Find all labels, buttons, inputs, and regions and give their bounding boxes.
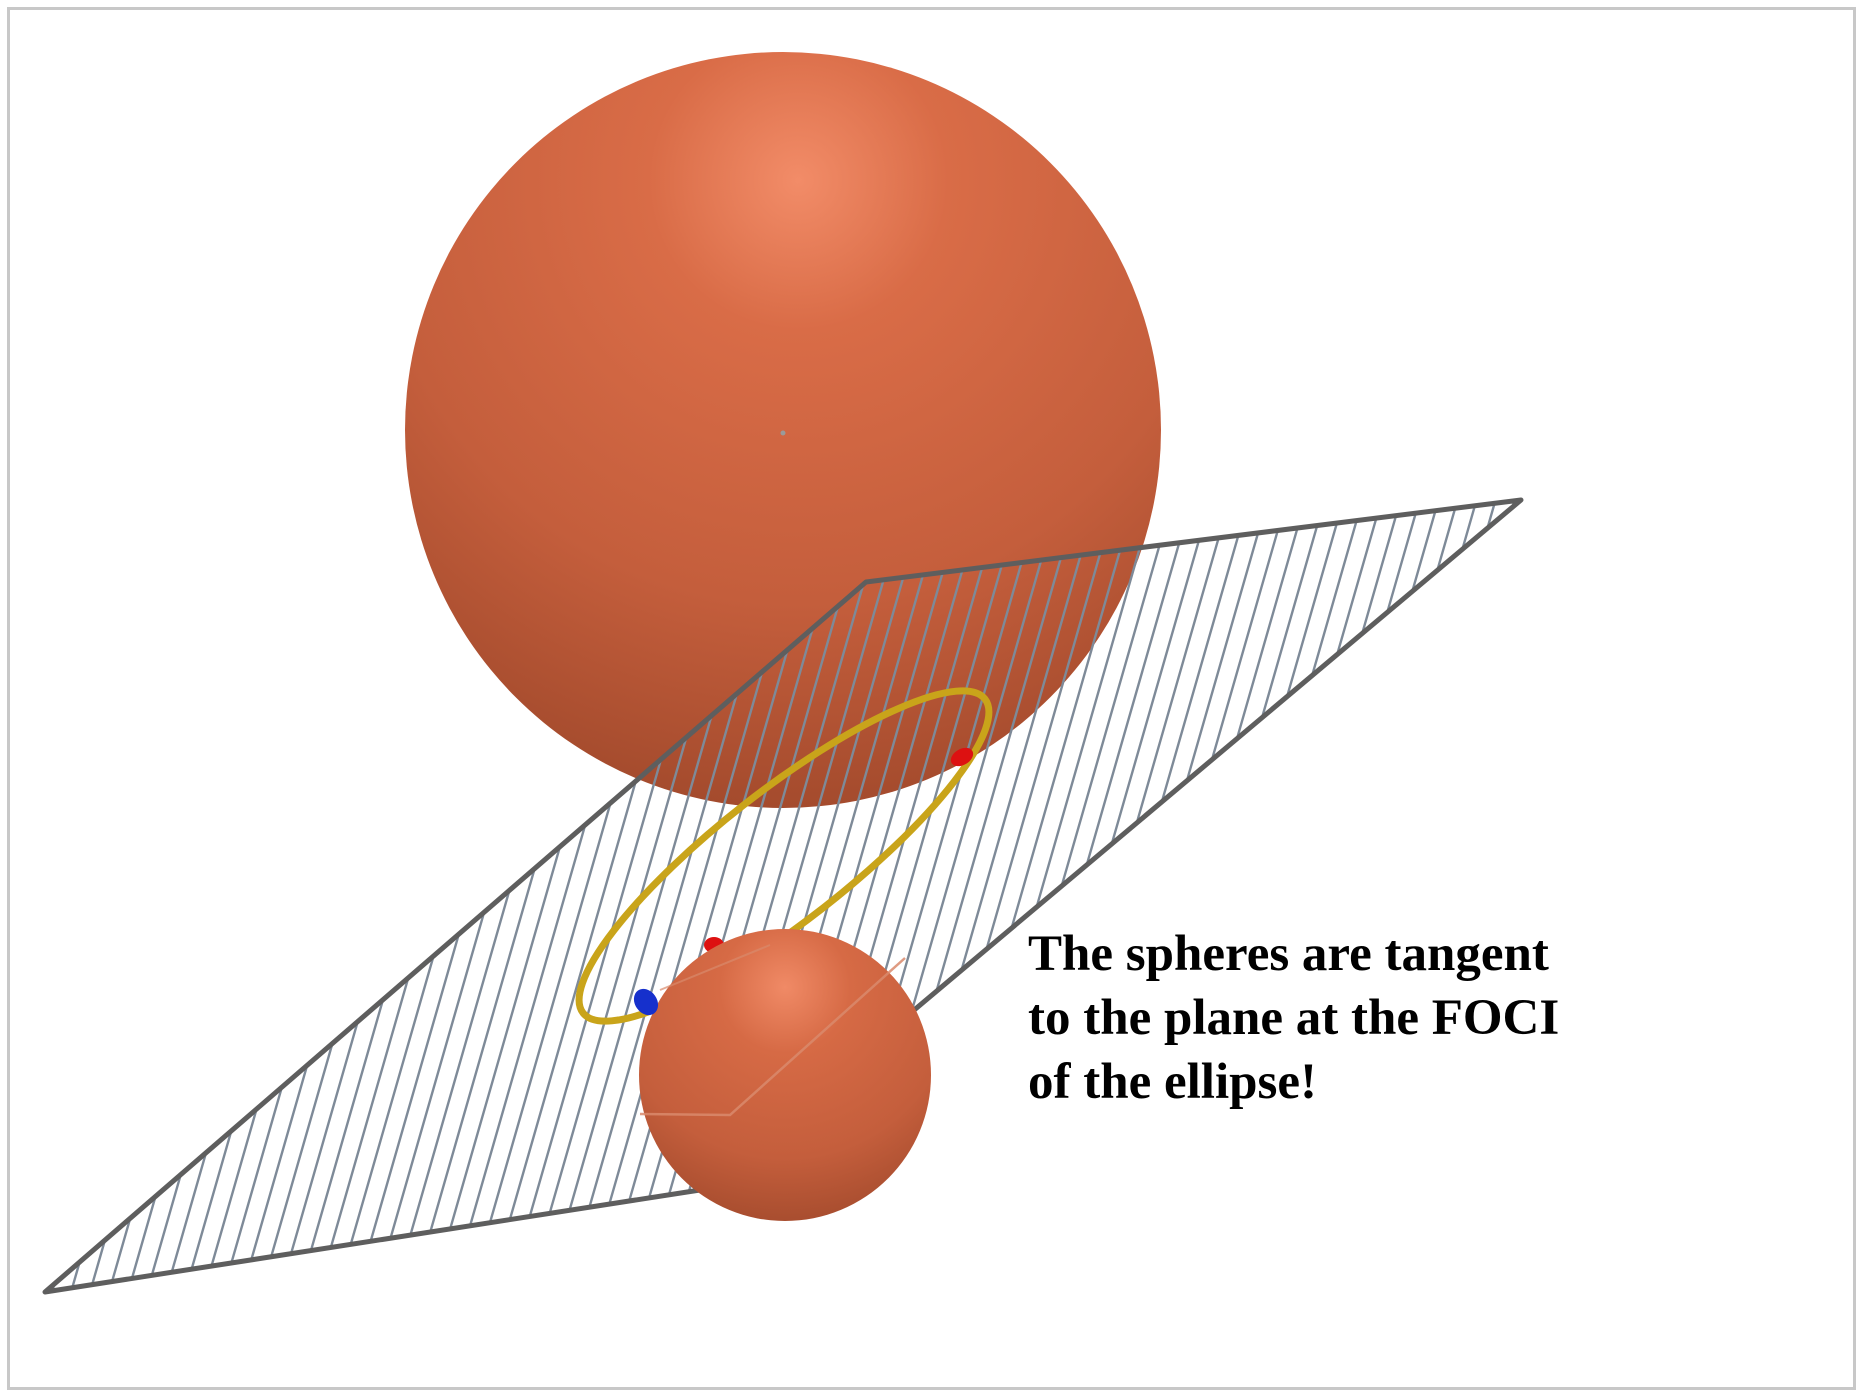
caption: The spheres are tangent to the plane at … [1028, 922, 1559, 1114]
plane-edge-through-small-sphere [639, 957, 906, 1117]
plane-hatch-line [1163, 500, 1437, 1292]
plane-hatch-line [1144, 500, 1418, 1292]
large-sphere-center-point [780, 430, 786, 436]
focus-point-upper [950, 747, 974, 767]
plane-hatch-line [45, 500, 221, 1292]
plane-edge-upper-through-small-sphere [659, 944, 771, 991]
cutting-plane-outline [42, 497, 1524, 1295]
caption-line-1: The spheres are tangent [1028, 926, 1549, 982]
caption-line-3: of the ellipse! [1028, 1054, 1317, 1110]
large-sphere [405, 52, 1161, 808]
plane-hatch-line [1182, 500, 1456, 1292]
ellipse-point-marker [633, 988, 659, 1016]
plane-hatch-line [45, 500, 202, 1292]
small-sphere [639, 929, 931, 1221]
caption-line-2: to the plane at the FOCI [1028, 990, 1560, 1046]
plane-hatch-line [45, 500, 240, 1292]
ellipse [575, 687, 993, 1025]
